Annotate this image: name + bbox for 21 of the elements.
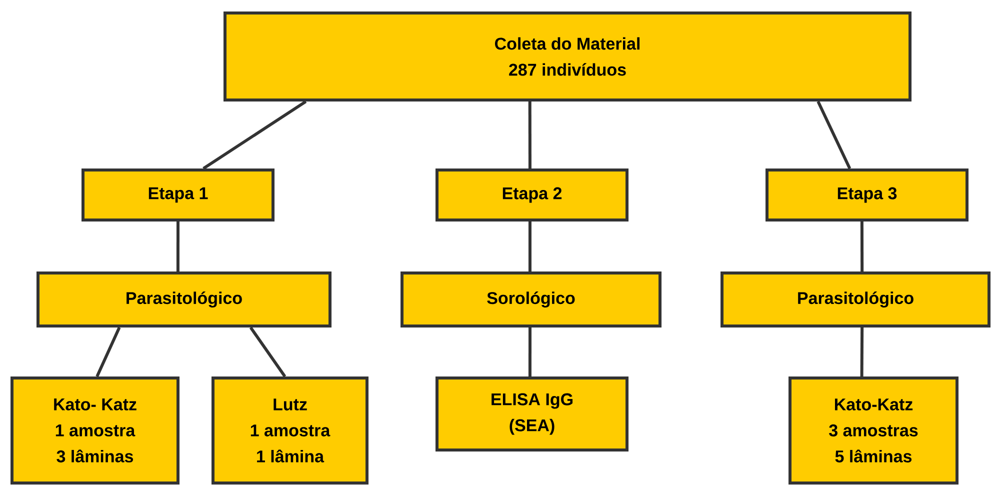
connector-line	[249, 326, 286, 378]
process-box: Parasitológico	[720, 272, 990, 328]
connector-line	[860, 222, 864, 272]
process-box: Kato-Katz 3 amostras 5 lâminas	[788, 376, 959, 484]
connector-line	[96, 326, 121, 378]
process-box: Etapa 1	[82, 168, 274, 222]
connector-line	[816, 100, 852, 170]
connector-line	[528, 102, 532, 168]
process-box: Sorológico	[400, 272, 662, 328]
connector-line	[528, 222, 532, 272]
connector-line	[860, 328, 864, 377]
process-box: Etapa 2	[436, 168, 628, 222]
process-box: Coleta do Material 287 indivíduos	[224, 12, 912, 102]
connector-line	[176, 222, 180, 272]
connector-line	[202, 100, 307, 170]
process-box: ELISA IgG (SEA)	[436, 376, 628, 452]
process-box: Etapa 3	[766, 168, 968, 222]
process-box: Lutz 1 amostra 1 lâmina	[212, 376, 368, 484]
process-box: Parasitológico	[36, 272, 332, 328]
process-box: Kato- Katz 1 amostra 3 lâminas	[10, 376, 180, 484]
connector-line	[528, 328, 532, 376]
